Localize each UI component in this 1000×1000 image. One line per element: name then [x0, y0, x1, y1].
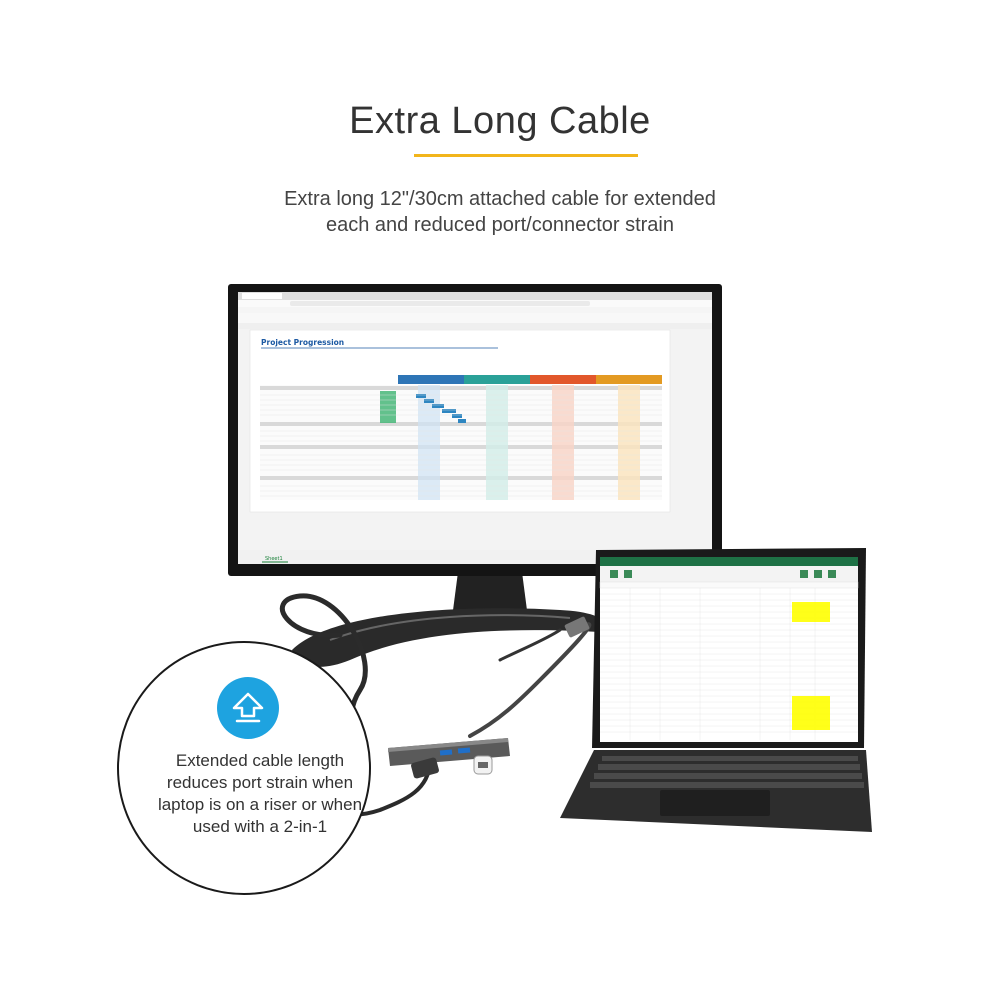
monitor-stand-base: [292, 608, 605, 667]
title-underline: [414, 154, 638, 157]
callout-circle: [117, 641, 371, 895]
laptop: [560, 548, 872, 832]
monitor-connector: [564, 616, 590, 638]
monitor-stand-neck: [452, 572, 528, 618]
subtitle-line-2: each and reduced port/connector strain: [326, 214, 674, 236]
page-subtitle: Extra long 12"/30cm attached cable for e…: [0, 186, 1000, 238]
callout-line-4: used with a 2-in-1: [192, 817, 328, 836]
callout-line-2: reduces port strain when: [166, 773, 354, 792]
upload-arrow-icon: [217, 677, 279, 739]
laptop-keys: [590, 756, 864, 788]
usb-hub: [388, 738, 510, 779]
callout-line-1: Extended cable length: [175, 751, 345, 770]
monitor: Project Progression: [228, 284, 722, 667]
callout-line-3: laptop is on a riser or when: [157, 795, 363, 814]
page-title: Extra Long Cable: [349, 100, 651, 142]
sheet-tab: Sheet1: [265, 556, 283, 562]
subtitle-line-1: Extra long 12"/30cm attached cable for e…: [284, 188, 716, 210]
callout-text: Extended cable length reduces port strai…: [135, 750, 385, 838]
laptop-trackpad: [660, 790, 770, 816]
sheet-title: Project Progression: [261, 338, 344, 347]
gantt-grid: [260, 385, 662, 500]
